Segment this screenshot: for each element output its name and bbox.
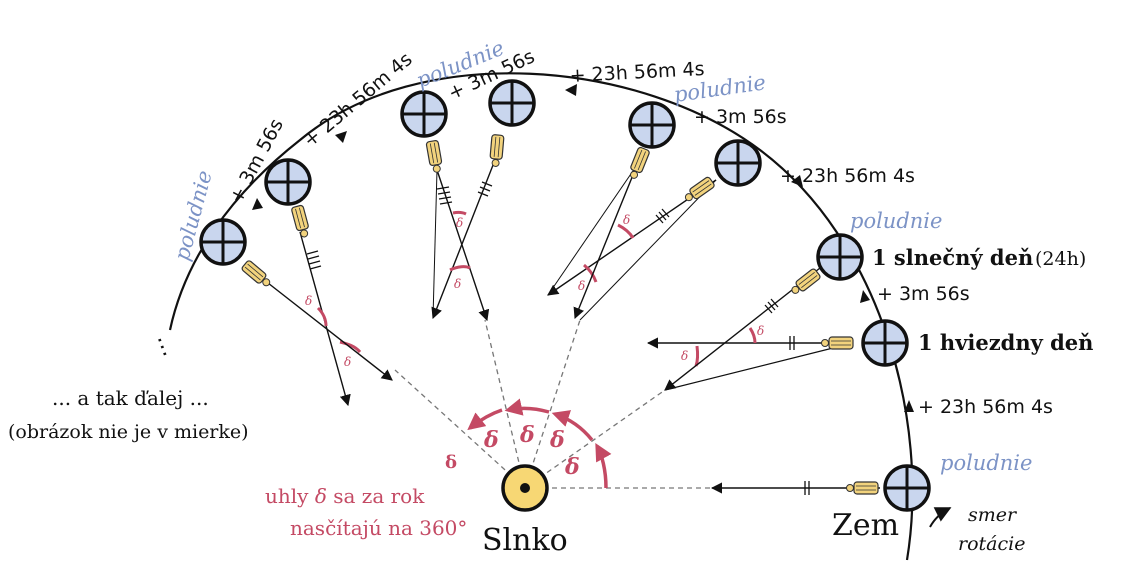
svg-text:uhly δ sa za rok: uhly δ sa za rok bbox=[265, 484, 425, 508]
earth-icon bbox=[488, 79, 536, 127]
angles-note: uhly δ sa za rok nasčítajú na 360° bbox=[265, 484, 467, 540]
svg-text:(24h): (24h) bbox=[1035, 248, 1086, 270]
svg-text:δ: δ bbox=[305, 294, 312, 308]
earth-position-4: δ δ bbox=[547, 139, 762, 321]
earth-icon bbox=[816, 233, 864, 281]
earth-icon bbox=[628, 101, 676, 149]
svg-text:δ: δ bbox=[456, 216, 463, 230]
not-to-scale-text: (obrázok nie je v mierke) bbox=[8, 421, 249, 443]
solar-day-label: 1 slnečný deň (24h) bbox=[872, 245, 1086, 270]
earth-icon bbox=[861, 319, 909, 367]
svg-text:1 slnečný deň: 1 slnečný deň bbox=[872, 245, 1033, 270]
svg-text:nasčítajú na 360°: nasčítajú na 360° bbox=[290, 516, 467, 540]
svg-text:δ: δ bbox=[344, 355, 351, 369]
and-so-on-text: ... a tak ďalej ... bbox=[52, 386, 209, 410]
sun-delta-labels: δ δ δ δ δ bbox=[445, 422, 580, 480]
earth-position-5 bbox=[547, 101, 676, 320]
svg-text:δ: δ bbox=[549, 427, 565, 453]
sidereal-add-label-2: + 23h 56m 4s bbox=[780, 165, 915, 187]
solar-add-label-2: + 3m 56s bbox=[694, 106, 787, 128]
svg-text:δ: δ bbox=[483, 427, 499, 453]
svg-text:δ: δ bbox=[454, 277, 461, 291]
earth-position-2: δ δ bbox=[646, 319, 909, 391]
earth-position-8: δ bbox=[264, 158, 362, 407]
rotation-direction: smer rotácie bbox=[929, 504, 1025, 555]
noon-label-2: poludnie bbox=[850, 209, 942, 233]
earth-icon bbox=[400, 90, 448, 138]
earth-label: Zem bbox=[832, 508, 899, 543]
earth-icon bbox=[264, 158, 312, 206]
sun-label: Slnko bbox=[482, 523, 568, 558]
earth-position-3 bbox=[664, 233, 864, 391]
svg-text:δ: δ bbox=[681, 349, 688, 363]
earth-position-7: δ δ bbox=[400, 90, 490, 322]
sun-delta-arcs bbox=[467, 398, 612, 489]
earth-icon bbox=[714, 139, 762, 187]
svg-text:δ: δ bbox=[623, 213, 630, 227]
svg-text:δ: δ bbox=[757, 324, 764, 338]
svg-text:δ: δ bbox=[564, 454, 580, 480]
svg-text:smer: smer bbox=[968, 504, 1018, 526]
sun-icon bbox=[501, 464, 549, 512]
sun-ellipsis: δ bbox=[445, 452, 457, 473]
earth-icon bbox=[199, 218, 247, 266]
earth-position-1 bbox=[710, 464, 931, 512]
noon-label-1: poludnie bbox=[940, 451, 1032, 475]
orbit-direction-arrows bbox=[252, 84, 914, 412]
orbit-ellipsis: ⋯ bbox=[147, 333, 178, 362]
earth-position-6 bbox=[431, 79, 536, 320]
solar-add-label-1: + 3m 56s bbox=[877, 283, 970, 305]
sun-dashed-lines bbox=[394, 319, 710, 489]
svg-text:δ: δ bbox=[519, 422, 535, 448]
sidereal-day-label: 1 hviezdny deň bbox=[918, 330, 1093, 355]
sidereal-add-label-1: + 23h 56m 4s bbox=[918, 396, 1053, 418]
earth-icon bbox=[883, 464, 931, 512]
svg-text:δ: δ bbox=[578, 279, 585, 293]
sidereal-add-label-4: + 23h 56m 4s bbox=[299, 48, 417, 152]
svg-text:rotácie: rotácie bbox=[958, 533, 1025, 555]
earth-position-9: δ bbox=[199, 218, 393, 381]
